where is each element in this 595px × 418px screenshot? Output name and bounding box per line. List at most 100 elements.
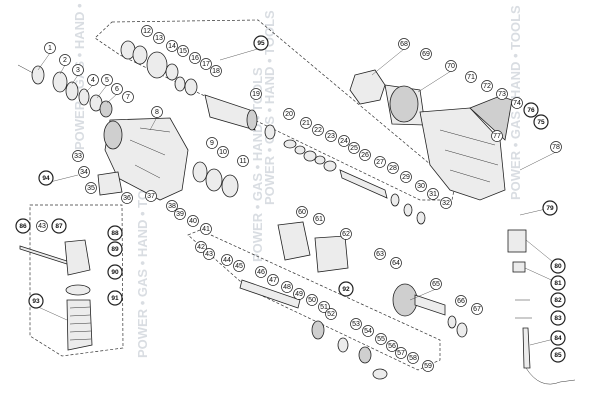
- callout-15: 15: [177, 45, 189, 57]
- chuck-ring-2: [52, 71, 68, 93]
- callout-number-29: 29: [402, 174, 410, 181]
- callout-number-78: 78: [552, 144, 560, 151]
- callout-5: 5: [101, 74, 113, 86]
- callout-circle-4: [87, 74, 99, 86]
- callout-circle-84: [550, 330, 566, 346]
- callout-circle-31: [427, 188, 439, 200]
- callout-number-1: 1: [48, 45, 52, 52]
- side-handle-clamp: [65, 284, 91, 296]
- callout-circle-52: [325, 308, 337, 320]
- ring-53: [337, 337, 349, 353]
- callout-circle-82: [550, 292, 566, 308]
- callout-26: 26: [359, 149, 371, 161]
- callout-circle-36: [121, 192, 133, 204]
- callout-circle-16: [189, 52, 201, 64]
- group-boundaries: [29, 19, 456, 371]
- callout-45: 45: [233, 260, 245, 272]
- callout-89: 89: [107, 241, 123, 257]
- motor-housing: [419, 107, 506, 201]
- callout-50: 50: [306, 294, 318, 306]
- callout-number-52: 52: [327, 311, 335, 318]
- callout-circle-67: [471, 303, 483, 315]
- callout-39: 39: [174, 208, 186, 220]
- callout-circle-37: [145, 190, 157, 202]
- callout-number-58: 58: [409, 355, 417, 362]
- chuck-ring-4: [78, 88, 90, 106]
- callout-46: 46: [255, 266, 267, 278]
- callout-circle-3: [72, 64, 84, 76]
- callout-79: 79: [542, 200, 558, 216]
- callout-number-38: 38: [168, 203, 176, 210]
- callout-circle-27: [374, 156, 386, 168]
- callout-circle-40: [187, 215, 199, 227]
- callout-circle-33: [72, 150, 84, 162]
- callout-52: 52: [325, 308, 337, 320]
- callout-number-37: 37: [147, 193, 155, 200]
- callout-number-51: 51: [320, 304, 328, 311]
- callout-78: 78: [550, 141, 562, 153]
- fan-68: [349, 69, 386, 105]
- callout-17: 17: [200, 58, 212, 70]
- callout-circle-51: [318, 301, 330, 313]
- ring-23: [303, 150, 317, 162]
- callout-number-48: 48: [283, 284, 291, 291]
- callout-number-41: 41: [202, 226, 210, 233]
- callout-number-20: 20: [285, 111, 293, 118]
- callout-number-15: 15: [179, 48, 187, 55]
- callout-circle-44: [221, 254, 233, 266]
- callout-circle-42: [195, 241, 207, 253]
- callout-circle-77: [491, 130, 503, 142]
- callout-number-83: 83: [554, 315, 562, 322]
- gear-housing-62: [314, 235, 349, 273]
- callout-10: 10: [217, 146, 229, 158]
- callout-circle-83: [550, 310, 566, 326]
- callout-circle-79: [542, 200, 558, 216]
- callout-circle-85: [550, 347, 566, 363]
- callout-circle-50: [306, 294, 318, 306]
- callout-number-53: 53: [352, 321, 360, 328]
- callout-circle-22: [312, 124, 324, 136]
- boundary-side-handle: [29, 204, 124, 357]
- callout-number-42: 42: [197, 244, 205, 251]
- callout-circle-9: [206, 137, 218, 149]
- callout-31: 31: [427, 188, 439, 200]
- callout-number-63: 63: [376, 251, 384, 258]
- callout-circle-86: [15, 218, 31, 234]
- callout-86: 86: [15, 218, 31, 234]
- watermark-text-left: POWER • GAS • HAND • TOOLS: [135, 163, 150, 358]
- callout-circle-28: [387, 162, 399, 174]
- callout-circle-70: [445, 60, 457, 72]
- callout-circle-71: [465, 71, 477, 83]
- callout-circle-15: [177, 45, 189, 57]
- callout-85: 85: [550, 347, 566, 363]
- callout-number-66: 66: [457, 298, 465, 305]
- callout-circle-8: [151, 106, 163, 118]
- ring-17: [184, 78, 198, 96]
- callout-number-40: 40: [189, 218, 197, 225]
- gear-51: [311, 320, 325, 340]
- callout-38: 38: [166, 200, 178, 212]
- callout-circle-48: [281, 281, 293, 293]
- callout-circle-65: [430, 278, 442, 290]
- callout-circle-74: [511, 97, 523, 109]
- callout-number-30: 30: [417, 183, 425, 190]
- callout-circle-10: [217, 146, 229, 158]
- callout-circle-29: [400, 171, 412, 183]
- callout-94: 94: [38, 170, 54, 186]
- callout-circle-58: [407, 352, 419, 364]
- callout-number-27: 27: [376, 159, 384, 166]
- callout-number-73: 73: [498, 91, 506, 98]
- callout-circle-47: [267, 274, 279, 286]
- callout-number-12: 12: [143, 28, 151, 35]
- callout-4: 4: [87, 74, 99, 86]
- callout-13: 13: [153, 32, 165, 44]
- callout-circle-62: [340, 228, 352, 240]
- power-cable: [525, 367, 576, 385]
- callout-number-36: 36: [123, 195, 131, 202]
- callout-circle-94: [38, 170, 54, 186]
- gear-housing-detail: [129, 127, 171, 179]
- callout-circle-59: [422, 360, 434, 372]
- ring-20: [264, 124, 276, 140]
- callout-53: 53: [350, 318, 362, 330]
- callout-number-81: 81: [554, 280, 562, 287]
